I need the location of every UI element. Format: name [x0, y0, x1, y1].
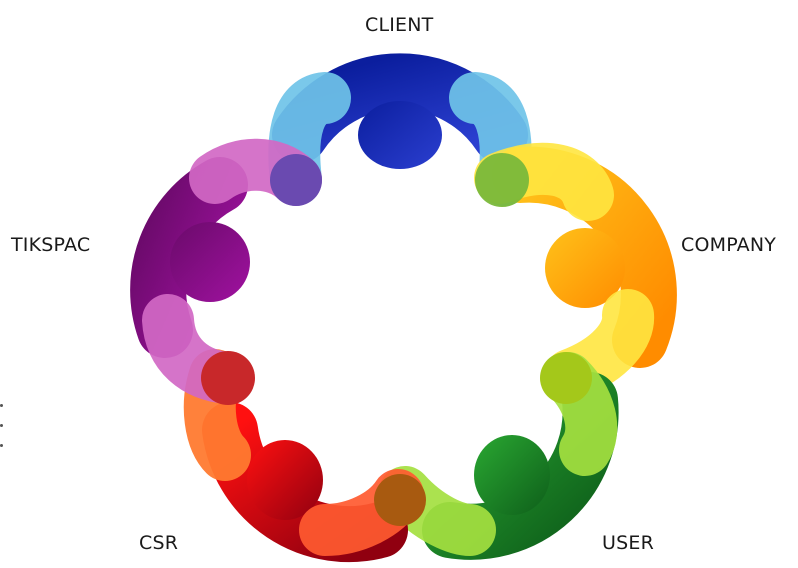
- label-user: USER: [602, 532, 654, 554]
- label-client: CLIENT: [365, 14, 434, 36]
- edge-dot: [0, 444, 3, 447]
- segment-tikspac: [130, 138, 322, 405]
- label-tikspac: TIKSPAC: [11, 234, 91, 256]
- segment-company: [474, 142, 677, 401]
- label-csr: CSR: [139, 532, 179, 554]
- label-company: COMPANY: [681, 234, 777, 256]
- edge-dot: [0, 424, 3, 427]
- segment-client: [268, 53, 532, 206]
- segment-user: [379, 352, 619, 560]
- edge-dot: [0, 404, 3, 407]
